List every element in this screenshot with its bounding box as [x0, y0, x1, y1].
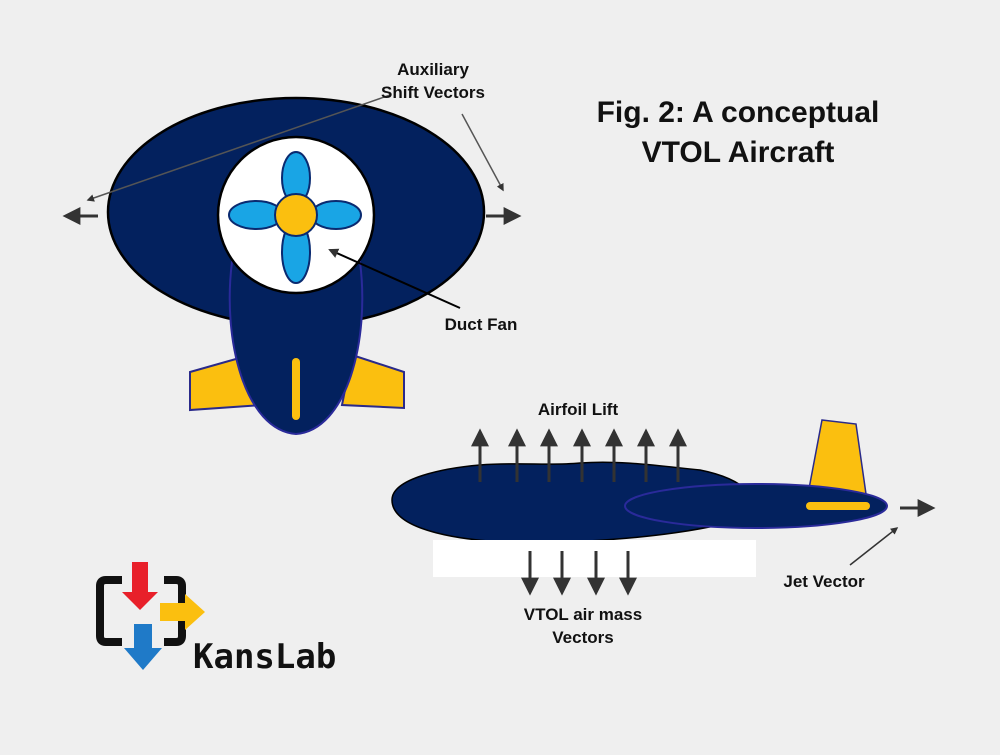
logo-yellow-arrow-icon	[160, 594, 205, 630]
auxiliary-leader-left	[86, 94, 391, 202]
auxiliary-label-line2: Shift Vectors	[381, 83, 485, 102]
logo-red-arrow-icon	[122, 562, 158, 610]
fuselage-stripe	[292, 358, 300, 420]
airfoil-lift-label: Airfoil Lift	[538, 400, 619, 419]
duct-fan-leader	[328, 248, 461, 309]
side-view-aircraft	[391, 419, 888, 544]
fan-hub	[274, 193, 318, 237]
figure-title-line2: VTOL Aircraft	[642, 136, 835, 169]
figure-title-line1: Fig. 2: A conceptual	[597, 96, 880, 129]
jet-vector-leader	[849, 527, 899, 566]
vertical-tail-fin	[807, 419, 867, 495]
duct-fan-label: Duct Fan	[445, 315, 518, 334]
auxiliary-leader-right	[461, 113, 504, 192]
top-view-aircraft	[106, 96, 486, 436]
auxiliary-label-line1: Auxiliary	[397, 60, 469, 79]
logo-left-bracket	[96, 576, 122, 646]
logo-blue-arrow-icon	[124, 624, 162, 670]
lift-arrows	[471, 428, 687, 482]
kanslab-logo: KansLab	[96, 562, 336, 677]
jet-vector-label: Jet Vector	[783, 572, 865, 591]
side-fuselage	[624, 483, 888, 529]
vtol-label-line2: Vectors	[552, 628, 613, 647]
fan-blade-right	[310, 200, 362, 230]
vtol-label-line1: VTOL air mass	[524, 605, 642, 624]
fuselage-tail	[228, 261, 364, 436]
side-fuselage-stripe	[806, 502, 870, 510]
vtol-airmass-arrows	[521, 551, 637, 596]
logo-wordmark: KansLab	[193, 637, 336, 677]
